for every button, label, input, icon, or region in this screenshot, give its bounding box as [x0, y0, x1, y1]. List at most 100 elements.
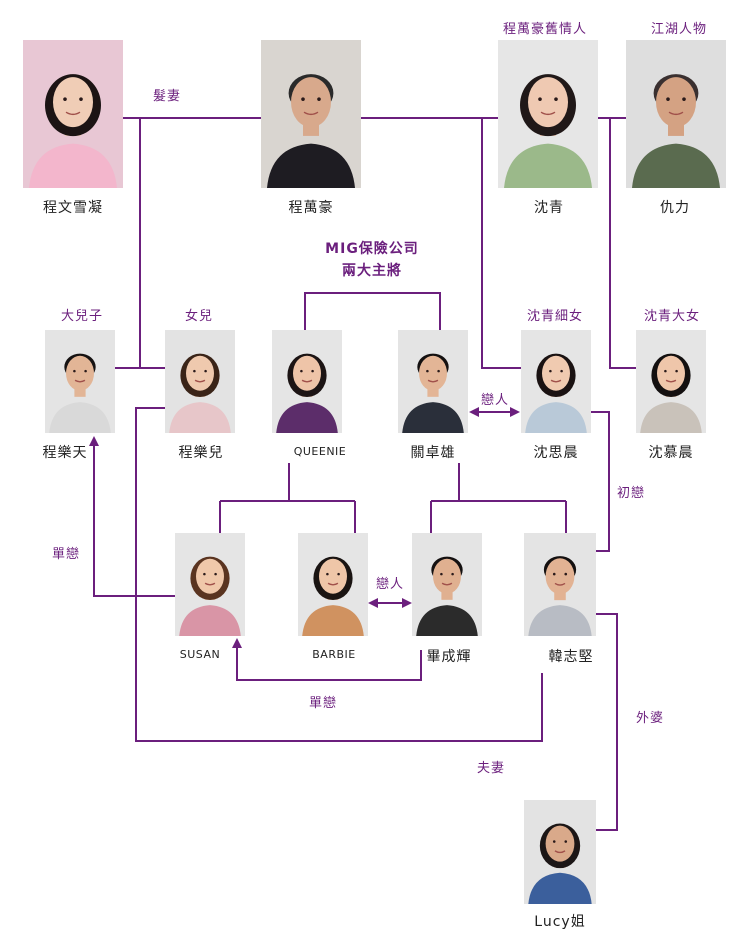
portrait-face — [196, 559, 224, 594]
relation-crush-2: 單戀 — [309, 695, 337, 711]
company-title-line2: 兩大主將 — [342, 262, 402, 279]
role-chau-lik: 江湖人物 — [651, 22, 707, 37]
portrait-face — [433, 559, 461, 594]
relation-husband-wife-2: 夫妻 — [477, 761, 505, 776]
portrait-woman-icon — [498, 40, 598, 188]
portrait-eye — [682, 97, 686, 101]
portrait-eye — [549, 370, 552, 373]
name-barbie: BARBIE — [312, 648, 355, 661]
portrait-woman-icon — [165, 330, 235, 433]
portrait-eye — [554, 97, 558, 101]
portrait-face — [186, 356, 214, 391]
line-queenie-team — [220, 463, 355, 533]
portrait-face — [293, 356, 321, 391]
relation-lovers-2: 戀人 — [376, 576, 404, 592]
name-shum-mo-san: 沈慕晨 — [649, 445, 694, 461]
portrait-eye — [193, 370, 196, 373]
name-kwan-cheuk-hung: 關卓雄 — [411, 445, 456, 461]
portrait-eye — [553, 573, 556, 576]
portrait-eye — [300, 370, 303, 373]
portrait-eye — [204, 370, 207, 373]
portrait-woman-icon — [521, 330, 591, 433]
name-lucy: Lucy姐 — [534, 914, 585, 930]
name-chau-lik: 仇力 — [660, 200, 690, 216]
portrait-man-icon — [412, 533, 482, 636]
connector-lines — [94, 118, 636, 830]
portrait-woman-icon — [524, 800, 596, 904]
name-hon-chi-kin: 韓志堅 — [549, 649, 594, 665]
portrait-man-icon — [524, 533, 596, 636]
portrait-man-icon — [45, 330, 115, 433]
role-shum-mo-san: 沈青大女 — [644, 308, 700, 324]
role-shum-sze-san: 沈青細女 — [527, 308, 583, 324]
portrait-eye — [437, 370, 440, 373]
portrait-eye — [560, 370, 563, 373]
role-cheng-lok-tin: 大兒子 — [61, 309, 103, 324]
portrait-man-icon — [261, 40, 361, 188]
line-first-love — [591, 412, 609, 551]
portrait-eye — [301, 97, 305, 101]
line-kwan-team — [431, 463, 566, 533]
portrait-eye — [538, 97, 542, 101]
portrait-eye — [73, 370, 76, 373]
relation-crush-1: 單戀 — [52, 546, 80, 562]
role-shum-ching: 程萬豪舊情人 — [503, 21, 587, 37]
portrait-face — [53, 77, 93, 127]
portrait-face — [319, 559, 347, 594]
portrait-eye — [337, 573, 340, 576]
line-crush-1 — [94, 438, 175, 596]
company-title-line1: MIG保險公司 — [325, 240, 419, 257]
name-queenie: QUEENIE — [294, 445, 347, 458]
portrait-eye — [564, 840, 567, 843]
portrait-face — [546, 558, 575, 594]
portrait-face — [528, 77, 568, 127]
name-shum-sze-san: 沈思晨 — [534, 445, 579, 461]
relation-grandmother: 外婆 — [636, 711, 664, 726]
portrait-eye — [84, 370, 87, 373]
relation-husband-wife-1: 髮妻 — [153, 89, 181, 104]
line-grandmother — [596, 614, 617, 830]
portrait-face — [546, 826, 575, 862]
relation-first-love: 初戀 — [617, 485, 645, 501]
name-cheng-lok-yee: 程樂兒 — [179, 444, 224, 461]
portrait-eye — [451, 573, 454, 576]
portrait-eye — [440, 573, 443, 576]
portrait-woman-icon — [23, 40, 123, 188]
portrait-face — [542, 356, 570, 391]
portrait-eye — [317, 97, 321, 101]
name-susan: SUSAN — [180, 648, 220, 661]
portrait-eye — [326, 573, 329, 576]
portrait-face — [657, 356, 685, 391]
portrait-woman-icon — [175, 533, 245, 636]
name-cheng-man-ho: 程萬豪 — [289, 200, 334, 216]
portrait-eye — [311, 370, 314, 373]
role-cheng-lok-yee: 女兒 — [185, 308, 213, 324]
portraits — [23, 40, 726, 904]
portrait-eye — [675, 370, 678, 373]
portrait-eye — [214, 573, 217, 576]
portrait-eye — [63, 97, 67, 101]
name-bat-sing-fai: 畢成輝 — [427, 649, 472, 665]
portrait-face — [419, 356, 447, 391]
name-cheng-lok-tin: 程樂天 — [43, 444, 88, 461]
portrait-eye — [426, 370, 429, 373]
portrait-man-icon — [398, 330, 468, 433]
portrait-eye — [666, 97, 670, 101]
portrait-woman-icon — [298, 533, 368, 636]
portrait-eye — [664, 370, 667, 373]
relation-lovers-1: 戀人 — [481, 392, 509, 408]
portrait-eye — [564, 573, 567, 576]
portrait-eye — [79, 97, 83, 101]
portrait-woman-icon — [272, 330, 342, 433]
line-company — [305, 293, 440, 330]
portrait-face — [656, 77, 696, 127]
portrait-eye — [553, 840, 556, 843]
portrait-face — [291, 77, 331, 127]
portrait-man-icon — [626, 40, 726, 188]
portrait-face — [66, 356, 94, 391]
name-cheng-man-suet-ying: 程文雪凝 — [43, 200, 103, 216]
name-shum-ching: 沈青 — [534, 200, 564, 216]
portrait-eye — [203, 573, 206, 576]
portrait-woman-icon — [636, 330, 706, 433]
